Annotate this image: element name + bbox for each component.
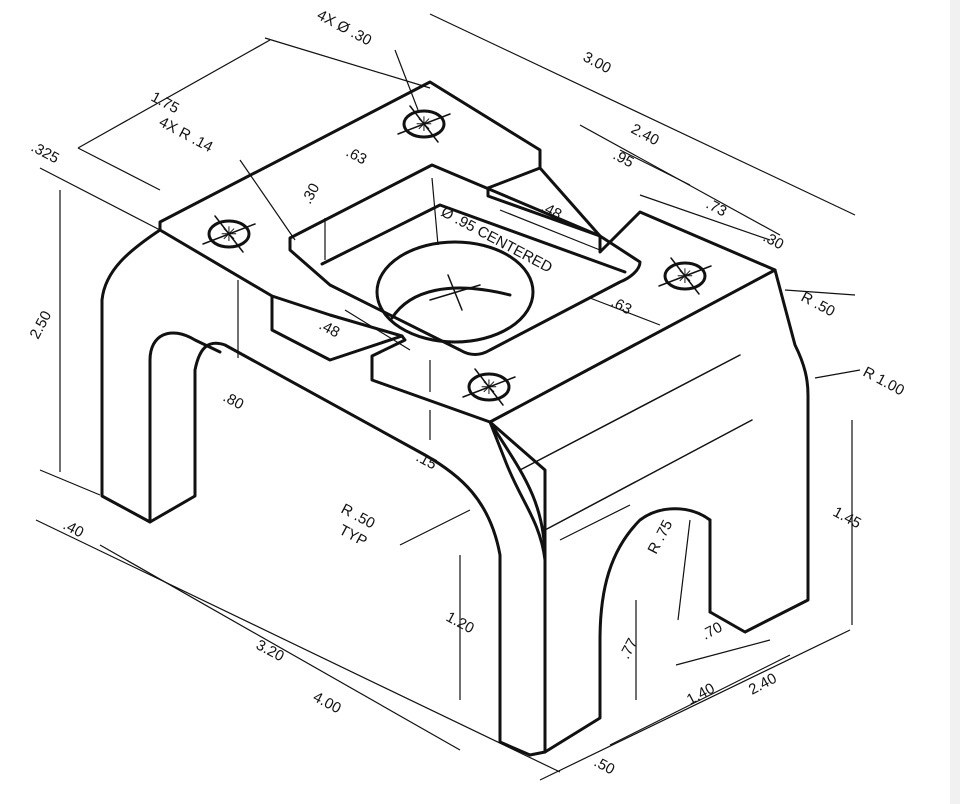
front-line-2 (544, 419, 753, 531)
pocket-inner (320, 203, 627, 274)
dim-30-pocket: .30 (299, 180, 324, 206)
dim-r75: R .75 (645, 517, 677, 557)
dim-80: .80 (220, 389, 246, 414)
dim-40: .40 (60, 517, 86, 542)
front-line-3 (489, 269, 776, 423)
mounting-holes: ✳ ✳ ✳ ✳ (202, 105, 712, 406)
dimension-lines (35, 13, 861, 781)
dim-holes: 4X Ø .30 (314, 7, 374, 50)
bore-center-mark (429, 274, 481, 311)
front-line-1 (519, 354, 741, 471)
dim-325: .325 (28, 139, 62, 168)
dim-radius-corner: 4X R .14 (156, 114, 216, 156)
left-arch-inner (148, 331, 222, 524)
dim-r100: R 1.00 (860, 364, 907, 400)
dim-400: 4.00 (310, 689, 344, 718)
hole-right: ✳ (658, 257, 712, 295)
dim-63-b: .63 (608, 294, 634, 319)
part-outline (100, 80, 810, 757)
dim-140: 1.40 (684, 680, 718, 709)
dim-145: 1.45 (830, 504, 864, 533)
dim-300: 3.00 (580, 49, 614, 78)
slot-right (538, 166, 602, 238)
right-edge-strip (950, 0, 960, 804)
hole-front: ✳ (462, 368, 516, 406)
dim-250: 2.50 (27, 308, 56, 342)
dim-320: 3.20 (253, 637, 287, 666)
bore-depth (390, 286, 512, 320)
hole-left: ✳ (202, 215, 256, 253)
dim-30-right: .30 (760, 229, 786, 254)
dim-73: .73 (703, 196, 729, 221)
dim-63-a: .63 (343, 144, 369, 169)
dim-77: .77 (617, 635, 642, 661)
dim-240-top: 2.40 (628, 121, 662, 150)
dim-70: .70 (699, 619, 725, 644)
dim-95: .95 (610, 147, 636, 172)
hole-back: ✳ (397, 105, 451, 143)
slot-left (270, 294, 404, 338)
front-top-edge (488, 420, 547, 562)
pocket-edge (288, 163, 642, 356)
dim-50: .50 (591, 754, 617, 779)
dim-48-b: .48 (316, 317, 342, 342)
left-leg-edge (100, 228, 547, 757)
bore-edge (375, 240, 535, 344)
